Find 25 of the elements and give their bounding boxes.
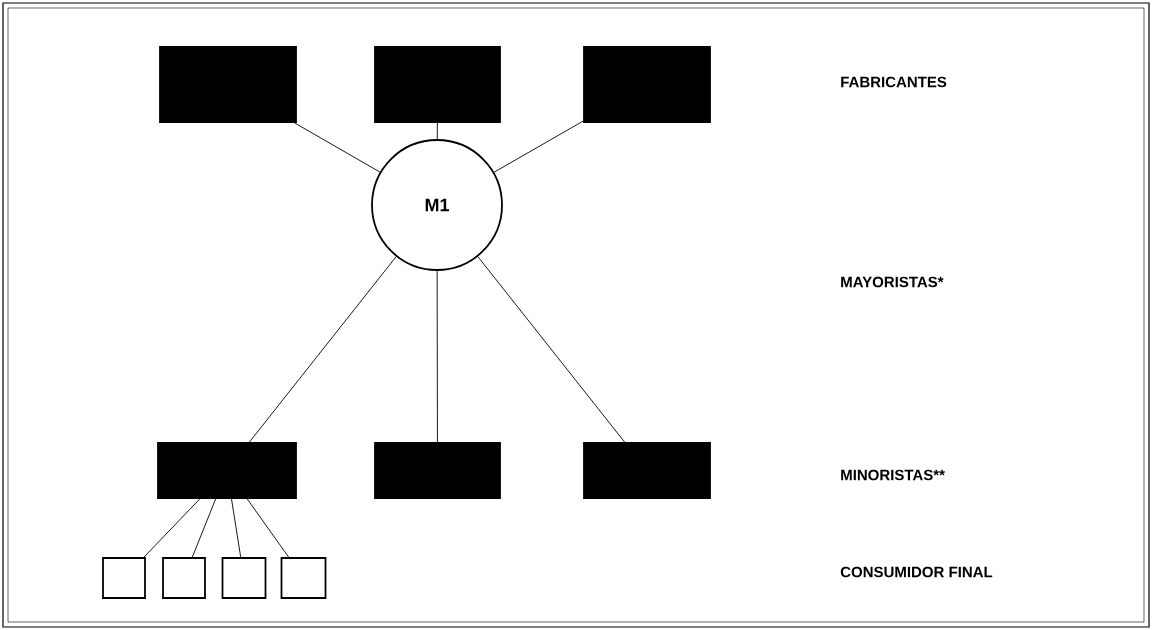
- filled-box: [374, 442, 501, 499]
- filled-box: [159, 46, 297, 123]
- empty-box: [162, 557, 206, 599]
- filled-box: [583, 442, 711, 499]
- filled-box: [374, 46, 501, 123]
- connector-line: [493, 120, 584, 173]
- connector-line: [191, 498, 217, 558]
- level-label: FABRICANTES: [841, 76, 947, 88]
- level-label: MAYORISTAS*: [841, 276, 944, 288]
- empty-box: [221, 557, 267, 599]
- connector-line: [436, 270, 438, 443]
- connector-line: [436, 122, 438, 140]
- connector-line: [477, 256, 626, 443]
- connector-line: [294, 122, 381, 173]
- connector-line: [143, 498, 201, 558]
- empty-box: [280, 557, 327, 599]
- filled-box: [583, 46, 711, 123]
- connector-line: [246, 498, 290, 558]
- filled-box: [157, 442, 297, 499]
- connector-line: [248, 256, 397, 443]
- connector-line: [231, 498, 242, 558]
- level-label: CONSUMIDOR FINAL: [840, 566, 993, 578]
- circle-node: M1: [371, 139, 503, 271]
- empty-box: [102, 557, 146, 599]
- level-label: MINORISTAS**: [841, 469, 945, 481]
